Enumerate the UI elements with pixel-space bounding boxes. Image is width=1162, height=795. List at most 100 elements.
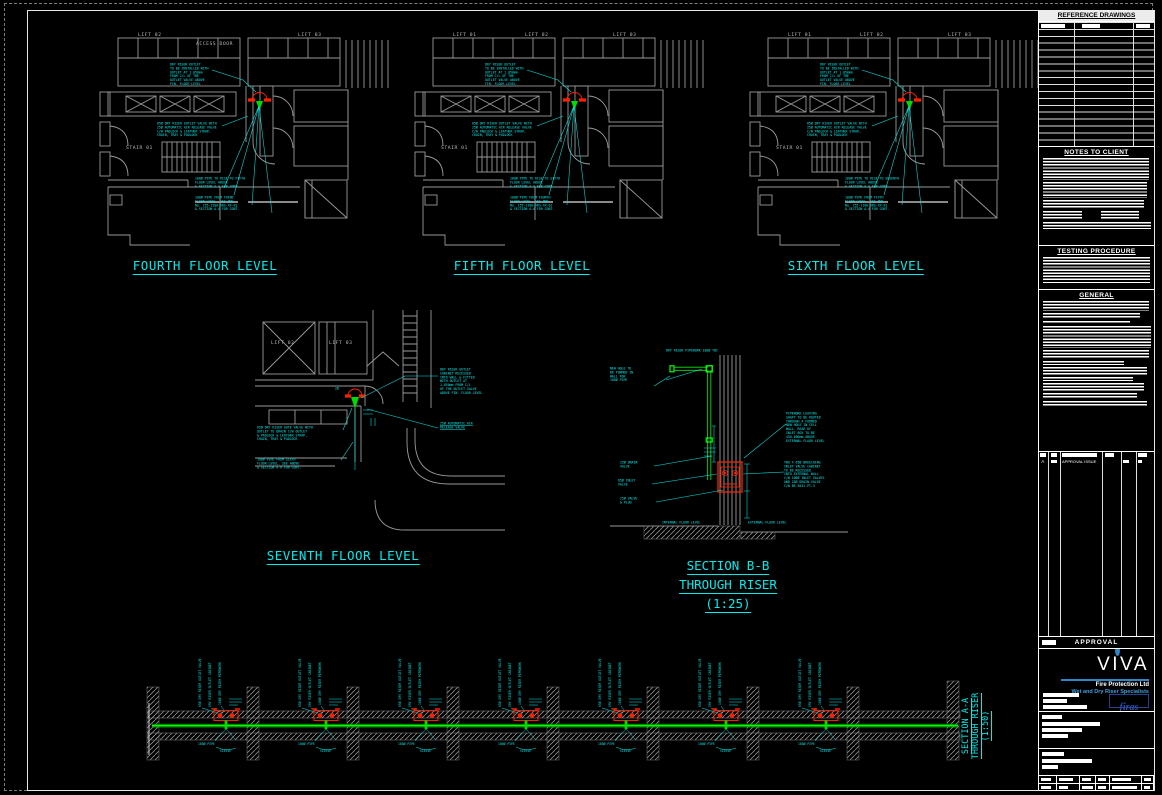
- address-line: [1043, 699, 1067, 703]
- leader-lines: [340, 375, 439, 470]
- rev-header-cell: [1050, 453, 1058, 457]
- grid-cell: [1039, 776, 1058, 784]
- table-header-cell: [1135, 24, 1150, 28]
- firas-logo-text: firas: [1119, 702, 1139, 712]
- reference-drawings-header: REFERENCE DRAWINGS: [1039, 10, 1154, 22]
- notes-symbol-row: [1043, 211, 1150, 220]
- notes-text-block: [1043, 222, 1152, 229]
- company-logo-box: VIVA Fire Protection Ltd Wet and Dry Ris…: [1039, 649, 1154, 712]
- section-bb: DRY RISER PIPEWORK 100Ø TBC NEW HOLE TO …: [610, 340, 850, 575]
- lift-label: LIFT 01: [453, 32, 477, 38]
- general-text-block: [1043, 350, 1149, 359]
- lift-label: LIFT 02: [271, 340, 295, 346]
- lift-label: LIFT 03: [329, 340, 353, 346]
- rev-chk-cell: [1137, 460, 1143, 463]
- floor-plan-sixth: LIFT 01 LIFT 02 LIFT 03 STAIR 01 DRY RIS…: [748, 30, 1050, 265]
- lift-label: LIFT 01: [788, 32, 812, 38]
- company-logo-text: VIVA: [1097, 654, 1149, 675]
- reference-drawings-table: [1039, 22, 1154, 147]
- annotation-valve-plug: 25Ø VALVE & PLUG: [620, 496, 638, 505]
- floor-plan-walls: [255, 310, 505, 531]
- grid-cell: [1057, 776, 1081, 784]
- title-block: REFERENCE DRAWINGS NOTES TO CLIENT TESTI…: [1038, 10, 1154, 791]
- info-line: [1042, 722, 1100, 726]
- rev-description: APPROVAL ISSUE: [1062, 459, 1097, 464]
- company-name: Fire Protection Ltd: [1095, 682, 1149, 688]
- floor-plan-fourth: LIFT 02 ACCESS DOOR LIFT 03 STAIR 01 DRY…: [98, 30, 400, 265]
- annotation-outlet: DRY RISER OUTLET TO BE INSTALLED WITH OU…: [170, 62, 209, 87]
- table-column-line: [1059, 452, 1061, 636]
- status-cell: [1042, 640, 1056, 645]
- section-bb-title: SECTION B-B THROUGH RISER (1:25): [679, 556, 777, 613]
- grid-cell: [1110, 776, 1143, 784]
- rev-header-cell: [1040, 453, 1046, 457]
- grid-cell: [1142, 783, 1154, 791]
- access-door-label: ACCESS DOOR: [196, 41, 233, 47]
- grid-cell: [1039, 783, 1058, 791]
- section-drawing: [610, 355, 848, 540]
- floor-plan-seventh: LIFT 02 LIFT 03 2B DRY RISER OUTLET CABI…: [255, 310, 505, 545]
- annotation-outlet: DRY RISER OUTLET TO BE INSTALLED WITH OU…: [485, 62, 524, 87]
- stair-label: STAIR 01: [126, 145, 153, 151]
- grid-cell: [1096, 776, 1111, 784]
- section-aa: [146, 657, 961, 761]
- drawing-number-grid: [1039, 776, 1154, 791]
- grid-cell: [1142, 776, 1154, 784]
- company-tagline: Wet and Dry Riser Specialists: [1071, 689, 1149, 695]
- dry-riser-outlet-symbol: [345, 388, 365, 409]
- info-line: [1042, 759, 1092, 763]
- rev-by-cell: [1122, 460, 1129, 463]
- section-bb-title-line3: (1:25): [705, 596, 751, 613]
- info-label: [1042, 752, 1064, 756]
- general-text-block: [1043, 313, 1140, 319]
- inlet-cabinet-symbol: [717, 461, 743, 493]
- internal-floor-label: INTERNAL FLOOR LEVEL: [662, 520, 701, 525]
- annotation-pipework-routing: PIPEWORK LEAVING SHAFT TO BE ROUTED THRO…: [786, 411, 825, 443]
- dimension-and-leader-lines: [651, 368, 787, 519]
- project-info-box: [1039, 712, 1154, 749]
- general-text-block: [1043, 326, 1152, 348]
- rev-letter: A: [1041, 459, 1045, 464]
- annotation-pipe-from: 100Ø PIPE FROM THIRD FLOOR LEVEL. SEE DW…: [195, 195, 240, 212]
- annotation-outlet: DRY RISER OUTLET TO BE INSTALLED WITH OU…: [820, 62, 859, 87]
- notes-text-block: [1100, 211, 1140, 220]
- annotation-inlet-valve: 65Ø INLET VALVE: [618, 478, 636, 487]
- table-column-line: [1102, 452, 1104, 636]
- annotation-pipe-rise: 100Ø PIPE TO RISE TO SEVENTH FLOOR LEVEL…: [845, 176, 899, 189]
- notes-to-client-section: NOTES TO CLIENT: [1039, 147, 1154, 246]
- notes-text-block: [1043, 158, 1149, 180]
- floor-plan-fifth: LIFT 01 LIFT 02 LIFT 03 STAIR 01 DRY RIS…: [413, 30, 715, 265]
- table-column-line: [1073, 22, 1075, 146]
- info-line: [1042, 728, 1082, 732]
- annotation-valve: 65Ø DRY RISER OUTLET VALVE WITH 25Ø AUTO…: [472, 121, 532, 138]
- section-aa-title: SECTION A-A THROUGH RISER (1:50): [961, 688, 993, 764]
- general-text-block: [1043, 383, 1145, 391]
- testing-procedure-section: TESTING PROCEDURE: [1039, 246, 1154, 290]
- table-column-line: [1135, 452, 1137, 636]
- testing-text-block: [1043, 257, 1150, 285]
- section-aa-title-line3: (1:50): [981, 710, 992, 742]
- plan-title: FOURTH FLOOR LEVEL: [132, 258, 278, 275]
- notes-text-block: [1043, 182, 1147, 198]
- annotation-air-valve: 25Ø AUTOMATIC AIR RELEASE VALVE: [440, 421, 473, 430]
- general-text-block: [1043, 393, 1138, 399]
- grid-cell: [1080, 776, 1097, 784]
- floor-plan-drawing: [255, 310, 505, 531]
- sheet-frame: [27, 10, 1155, 791]
- general-text-block: [1043, 361, 1124, 365]
- plan-title: FIFTH FLOOR LEVEL: [453, 258, 591, 275]
- general-text-block: [1043, 367, 1147, 375]
- notes-to-client-header: NOTES TO CLIENT: [1064, 149, 1129, 156]
- general-text-block: [1043, 377, 1133, 381]
- annotation-valve: 65Ø DRY RISER OUTLET VALVE WITH 25Ø AUTO…: [807, 121, 867, 138]
- drawing-title-box: [1039, 749, 1154, 776]
- annotation-new-hole: NEW HOLE TO BE FORMED IN WALL FOR 100Ø P…: [610, 366, 634, 383]
- annotation-drain-valve: 25Ø DRAIN VALVE: [620, 460, 638, 469]
- annotation-pipe-from: 100Ø PIPE FROM FOURTH FLOOR LEVEL. SEE D…: [510, 195, 555, 212]
- annotation-pipe-rise: 100Ø PIPE TO RISE TO SIXTH FLOOR LEVEL A…: [510, 176, 561, 189]
- grid-cell: [1057, 783, 1081, 791]
- lift-label: LIFT 03: [613, 32, 637, 38]
- rev-header-cell: [1062, 453, 1097, 457]
- testing-procedure-header: TESTING PROCEDURE: [1057, 248, 1136, 255]
- plan-title: SEVENTH FLOOR LEVEL: [266, 548, 420, 565]
